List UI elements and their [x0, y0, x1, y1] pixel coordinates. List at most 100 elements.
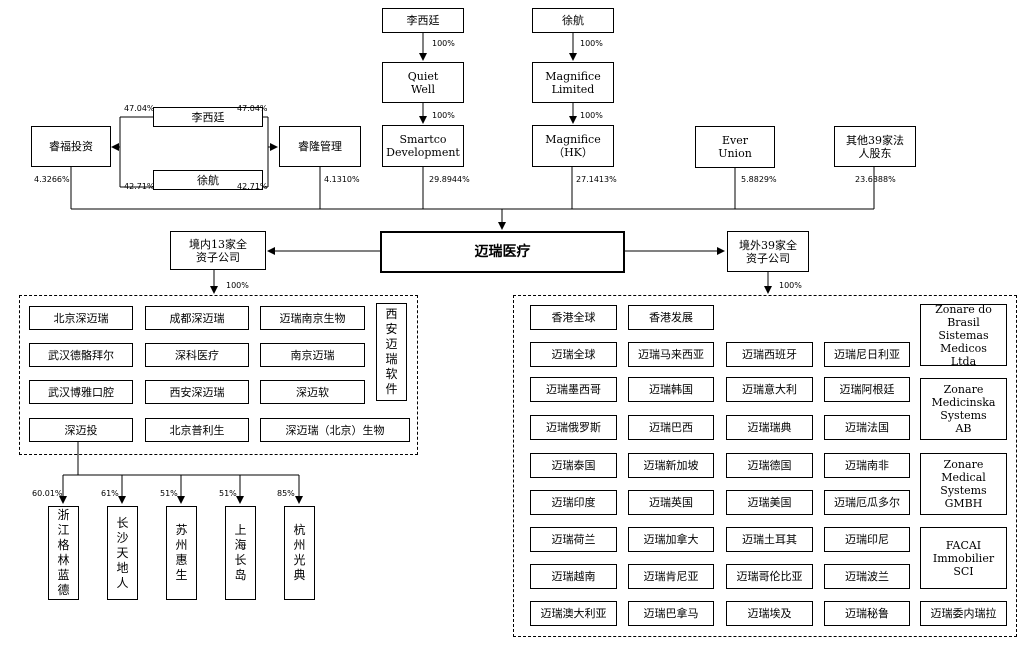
overseas-sub: 迈瑞肯尼亚: [628, 564, 714, 589]
vertical-char: 安: [385, 322, 398, 336]
vertical-char: 天: [116, 545, 129, 560]
vertical-char: 典: [293, 568, 306, 582]
vertical-char: 德: [57, 583, 70, 597]
overseas-right-sub: FACAI Immobilier SCI: [920, 527, 1007, 589]
pct-hk-share: 27.1413%: [576, 175, 617, 184]
overseas-sub: 迈瑞土耳其: [726, 527, 813, 552]
domestic-sub: 深迈软: [260, 380, 365, 404]
vertical-char: 人: [116, 575, 129, 590]
overseas-sub: 迈瑞新加坡: [628, 453, 714, 478]
vertical-char: 瑞: [385, 352, 398, 366]
pct-ruilong-share: 4.1310%: [324, 175, 360, 184]
node-smartco: Smartco Development: [382, 125, 464, 167]
pct-suzhou: 51%: [160, 489, 178, 498]
overseas-sub: 迈瑞波兰: [824, 564, 910, 589]
overseas-sub: 迈瑞巴拿马: [628, 601, 714, 626]
domestic-sub: 深迈瑞（北京）生物: [260, 418, 410, 442]
domestic-sub: 西安深迈瑞: [145, 380, 249, 404]
pct-zhejiang: 60.01%: [32, 489, 63, 498]
vertical-char: 光: [293, 553, 306, 567]
overseas-sub: 迈瑞意大利: [726, 377, 813, 402]
overseas-sub: 迈瑞阿根廷: [824, 377, 910, 402]
overseas-right-sub: Zonare Medical Systems GMBH: [920, 453, 1007, 515]
pct-xu-to-magnifice: 100%: [580, 39, 603, 48]
overseas-sub: 迈瑞全球: [530, 342, 617, 367]
overseas-sub: 迈瑞厄瓜多尔: [824, 490, 910, 515]
domestic-sub: 成都深迈瑞: [145, 306, 249, 330]
vertical-char: 浙: [57, 508, 70, 522]
overseas-sub: 迈瑞泰国: [530, 453, 617, 478]
node-magnifice-limited: Magnifice Limited: [532, 62, 614, 103]
pct-li-to-quiet: 100%: [432, 39, 455, 48]
node-ruifu: 睿福投资: [31, 126, 111, 167]
vertical-char: 软: [385, 367, 398, 381]
domestic-sub: 北京深迈瑞: [29, 306, 133, 330]
overseas-sub: 迈瑞南非: [824, 453, 910, 478]
vertical-char: 件: [385, 382, 398, 396]
node-ever-union: Ever Union: [695, 126, 775, 168]
vertical-char: 沙: [116, 530, 129, 545]
vertical-char: 杭: [293, 523, 306, 537]
overseas-sub: 迈瑞哥伦比亚: [726, 564, 813, 589]
overseas-sub: 迈瑞法国: [824, 415, 910, 440]
overseas-sub: 迈瑞印度: [530, 490, 617, 515]
overseas-right-sub: Zonare Medicinska Systems AB: [920, 378, 1007, 440]
overseas-subsidiaries-group: [513, 295, 1017, 637]
overseas-sub: 迈瑞尼日利亚: [824, 342, 910, 367]
pct-li-ruilong: 47.04%: [237, 104, 268, 113]
vertical-char: 上: [234, 523, 247, 537]
overseas-sub: 迈瑞英国: [628, 490, 714, 515]
vertical-char: 蓝: [57, 568, 70, 582]
xian-vertical-label: 西安迈瑞软件: [386, 307, 398, 397]
node-li-xiting-top: 李西廷: [382, 8, 464, 33]
node-xu-hang-top: 徐航: [532, 8, 614, 33]
overseas-sub: 迈瑞印尼: [824, 527, 910, 552]
node-domestic-group: 境内13家全 资子公司: [170, 231, 266, 270]
domestic-sub: 北京普利生: [145, 418, 249, 442]
node-xu-hang-mid: 徐航: [153, 170, 263, 190]
overseas-sub: 迈瑞马来西亚: [628, 342, 714, 367]
overseas-sub: 迈瑞美国: [726, 490, 813, 515]
pct-hangzhou: 85%: [277, 489, 295, 498]
overseas-sub: 迈瑞越南: [530, 564, 617, 589]
domestic-sub: 南京迈瑞: [260, 343, 365, 367]
overseas-sub: 迈瑞秘鲁: [824, 601, 910, 626]
overseas-sub: 迈瑞俄罗斯: [530, 415, 617, 440]
overseas-sub: 迈瑞加拿大: [628, 527, 714, 552]
investee-company-label: 杭州光典: [294, 523, 306, 583]
overseas-sub: 迈瑞墨西哥: [530, 377, 617, 402]
pct-domestic-100: 100%: [226, 281, 249, 290]
pct-magnifice-to-hk: 100%: [580, 111, 603, 120]
node-quiet-well: Quiet Well: [382, 62, 464, 103]
vertical-char: 海: [234, 538, 247, 552]
vertical-char: 江: [57, 523, 70, 537]
vertical-char: 西: [385, 307, 398, 321]
domestic-sub: 深科医疗: [145, 343, 249, 367]
investee-company: 杭州光典: [284, 506, 315, 600]
overseas-sub: 迈瑞巴西: [628, 415, 714, 440]
vertical-char: 苏: [175, 523, 188, 537]
vertical-char: 州: [293, 538, 306, 552]
overseas-sub: 迈瑞澳大利亚: [530, 601, 617, 626]
investee-company: 长沙天地人: [107, 506, 138, 600]
investee-company: 苏州惠生: [166, 506, 197, 600]
pct-ruifu-share: 4.3266%: [34, 175, 70, 184]
domestic-sub: 迈瑞南京生物: [260, 306, 365, 330]
overseas-right-sub: Zonare do Brasil Sistemas Medicos Ltda: [920, 303, 1007, 368]
vertical-char: 格: [57, 538, 70, 552]
vertical-char: 州: [175, 538, 188, 552]
investee-company-label: 上海长岛: [235, 523, 247, 583]
node-xian-mindray-software: 西安迈瑞软件: [376, 303, 407, 401]
pct-quiet-to-smartco: 100%: [432, 111, 455, 120]
node-magnifice-hk: Magnifice （HK）: [532, 125, 614, 167]
investee-company: 浙江格林蓝德: [48, 506, 79, 600]
pct-overseas-100: 100%: [779, 281, 802, 290]
pct-shanghai: 51%: [219, 489, 237, 498]
domestic-subsidiaries-group: [19, 295, 418, 455]
overseas-sub: 迈瑞韩国: [628, 377, 714, 402]
overseas-sub: 迈瑞德国: [726, 453, 813, 478]
pct-smartco-share: 29.8944%: [429, 175, 470, 184]
pct-ever-share: 5.8829%: [741, 175, 777, 184]
